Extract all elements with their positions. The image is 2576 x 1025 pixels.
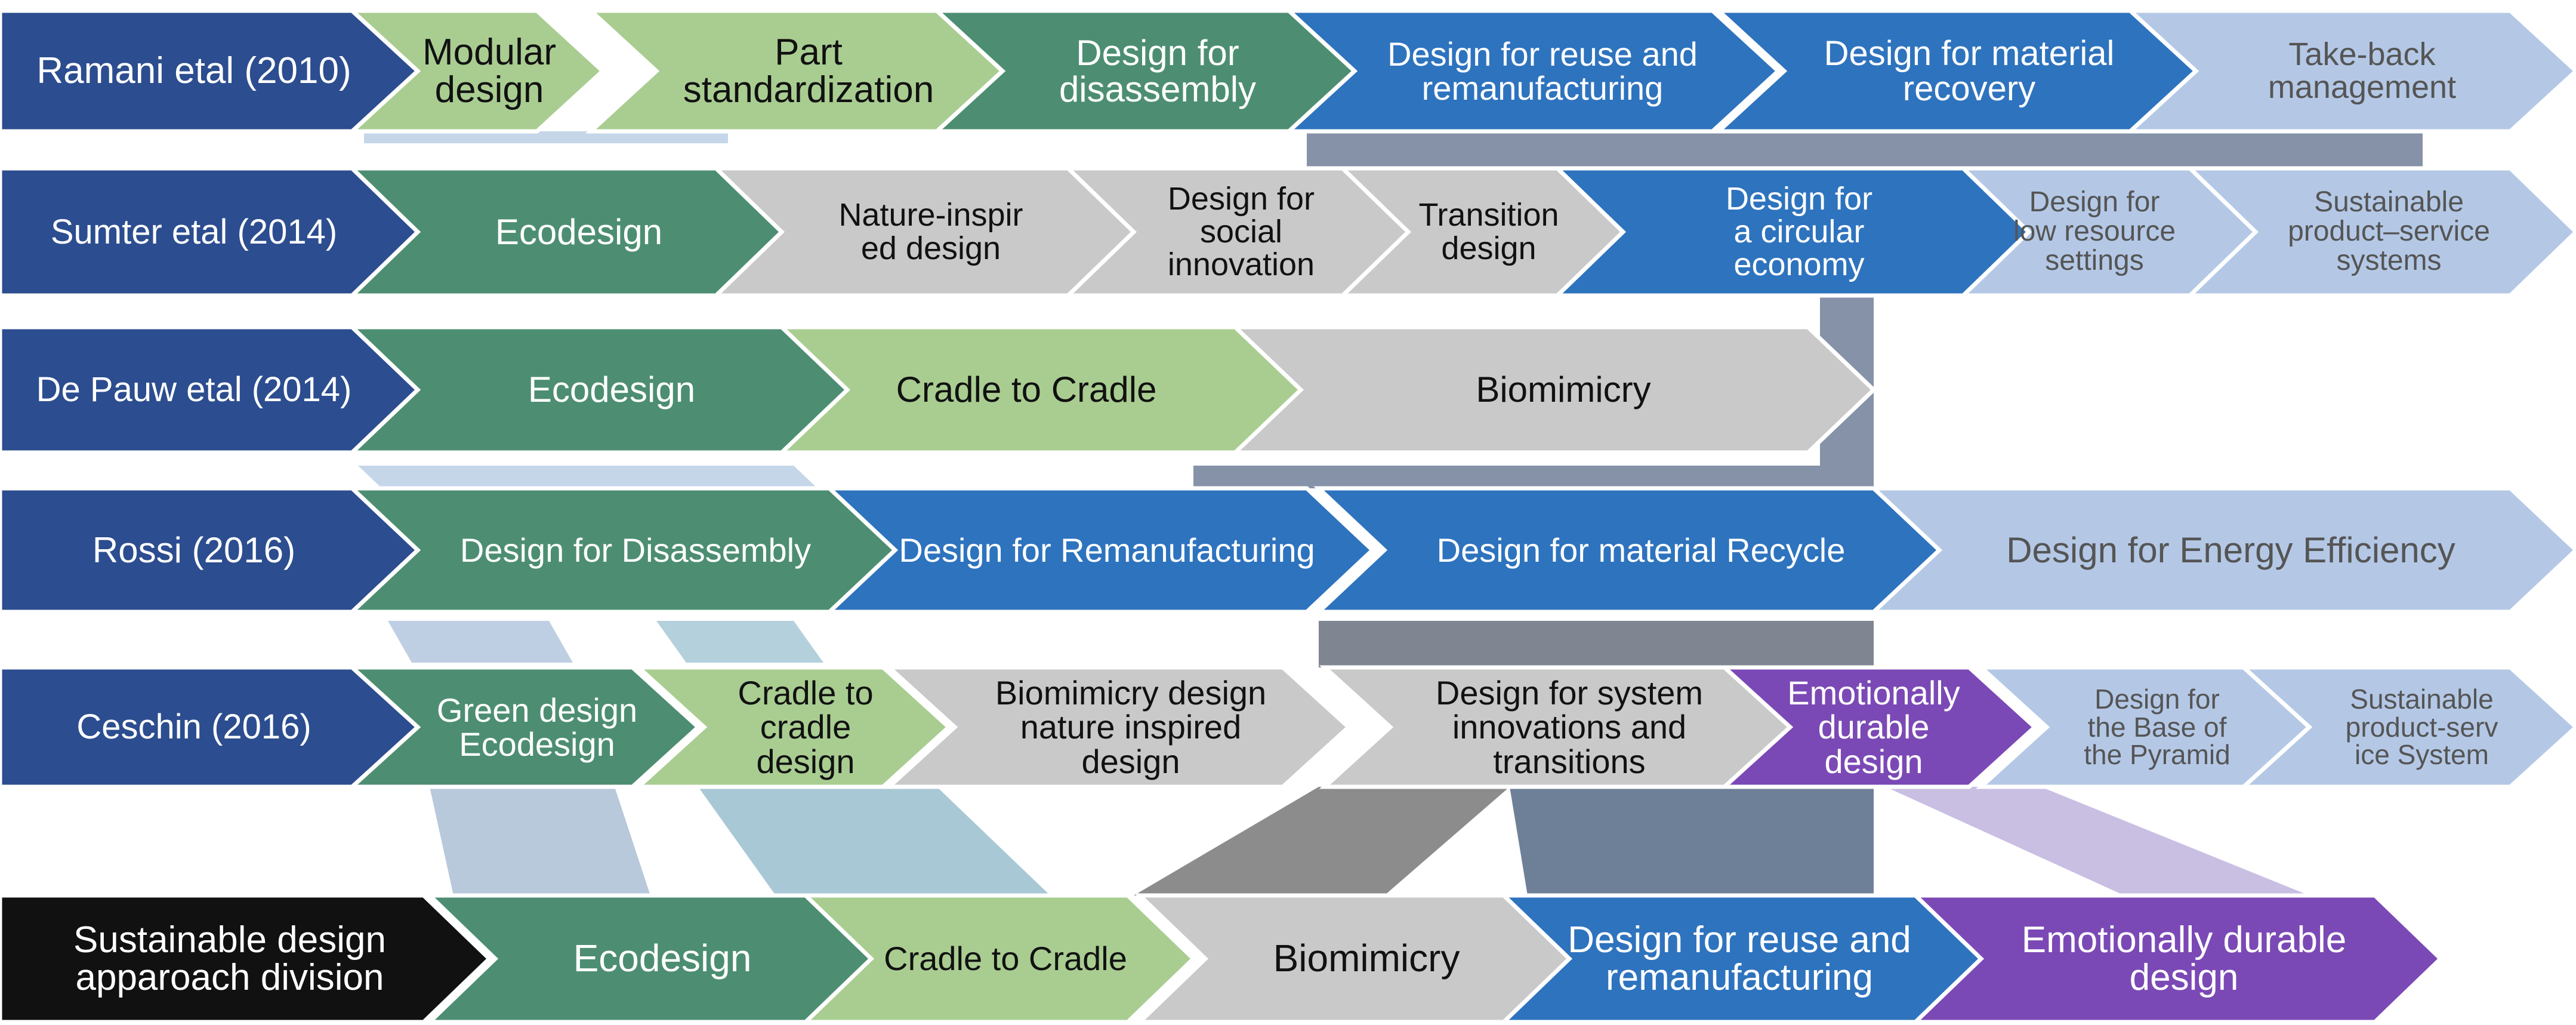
source-label: Ceschin (2016) [76, 707, 311, 747]
connector-band [1134, 787, 1510, 895]
step-label-design-for-the-base-of-the-pyramid: Design for the Base of the Pyramid [2084, 683, 2231, 771]
step-label-biomimicry-design-nature-inspired-design: Biomimicry design nature inspired design [995, 674, 1267, 780]
step-label-sustainable-product-serv-ice-system: Sustainable product-serv ice System [2345, 683, 2498, 771]
step-arrow-design-for-material-recycle [1313, 486, 1943, 614]
division-source-arrow [0, 893, 493, 1024]
connector-band [388, 621, 573, 663]
step-label-design-for-remanufacturing: Design for Remanufacturing [899, 531, 1315, 569]
step-label-take-back-management: Take-back management [2268, 36, 2457, 105]
step-label-design-for-material-recycle: Design for material Recycle [1436, 531, 1846, 569]
step-arrow-design-for-system-innovations-and-transitions [1319, 665, 1794, 789]
step-label-modular-design: Modular design [422, 31, 556, 110]
connector-band [1886, 787, 2309, 895]
step-label-design-for-disassembly: Design for Disassembly [459, 531, 812, 569]
source-arrow-rossi-2016 [0, 486, 421, 614]
connector-band [1319, 621, 1874, 667]
connector-band [656, 621, 823, 663]
step-label-part-standardization: Part standardization [683, 31, 934, 110]
step-label-ecodesign: Ecodesign [527, 370, 696, 410]
step-label-emotionally-durable-design: Emotionally durable design [1787, 674, 1960, 780]
step-arrow-design-for-material-recovery [1713, 8, 2199, 134]
connector-band [1510, 787, 1874, 895]
step-arrow-biomimicry [1134, 893, 1573, 1024]
step-label-ecodesign: Ecodesign [495, 211, 663, 252]
source-arrow-ramani-etal-2010 [0, 8, 421, 134]
step-label-transition-design: Transition design [1418, 197, 1559, 266]
connector-band [1193, 466, 1874, 488]
division-source-label: Sustainable design apparoach division [73, 919, 386, 998]
step-label-biomimicry: Biomimicry [1476, 370, 1651, 410]
step-label-design-for-reuse-and-remanufacturing: Design for reuse and remanufacturing [1568, 919, 1911, 998]
step-arrow-ecodesign [424, 893, 875, 1024]
step-label-ecodesign: Ecodesign [573, 937, 752, 980]
step-label-design-for-social-innovation: Design for social innovation [1167, 180, 1315, 283]
step-arrow-design-for-the-base-of-the-pyramid [1975, 665, 2313, 789]
connector-band [358, 466, 817, 488]
connector-band [364, 131, 728, 143]
step-label-design-for-a-circular-economy: Design for a circular economy [1725, 180, 1873, 283]
step-label-design-for-reuse-and-remanufacturing: Design for reuse and remanufacturing [1387, 35, 1698, 107]
step-label-design-for-energy-efficiency: Design for Energy Efficiency [2006, 530, 2455, 570]
step-arrow-part-standardization [585, 8, 1006, 134]
step-label-design-for-system-innovations-and-transitions: Design for system innovations and transi… [1435, 674, 1704, 780]
source-arrow-sumter-etal-2014 [0, 166, 421, 298]
step-label-green-design-ecodesign: Green design Ecodesign [436, 691, 638, 763]
source-label: Sumter etal (2014) [50, 212, 338, 251]
source-arrow-de-pauw-etal-2014 [0, 325, 421, 455]
step-label-design-for-low-resource-settings: Design for low resource settings [2013, 186, 2176, 276]
step-label-cradle-to-cradle-design: Cradle to cradle design [738, 674, 874, 780]
source-label: Ramani etal (2010) [36, 50, 351, 92]
connector-band [430, 787, 650, 895]
connector-band [698, 787, 1050, 895]
step-label-design-for-disassembly: Design for disassembly [1059, 32, 1257, 109]
step-label-cradle-to-cradle: Cradle to Cradle [896, 370, 1157, 410]
step-label-cradle-to-cradle: Cradle to Cradle [884, 940, 1127, 978]
source-label: De Pauw etal (2014) [36, 370, 352, 410]
step-label-sustainable-product-service-systems: Sustainable product–service systems [2288, 186, 2490, 276]
step-label-emotionally-durable-design: Emotionally durable design [2021, 919, 2347, 998]
step-label-biomimicry: Biomimicry [1273, 937, 1460, 980]
step-label-nature-inspir-ed-design: Nature-inspir ed design [838, 197, 1023, 266]
source-arrow-ceschin-2016 [0, 665, 421, 789]
source-label: Rossi (2016) [92, 530, 296, 570]
step-arrow-cradle-to-cradle-design [633, 665, 952, 789]
step-label-design-for-material-recovery: Design for material recovery [1824, 33, 2115, 108]
step-arrow-biomimicry-design-nature-inspired-design [883, 665, 1352, 789]
